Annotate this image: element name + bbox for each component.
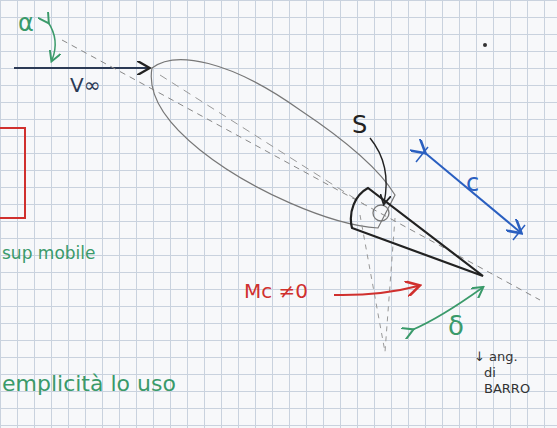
hinge bbox=[373, 205, 389, 221]
moment-label: Mc ≠0 bbox=[244, 280, 308, 302]
chord-label: c bbox=[466, 170, 479, 196]
camber-line bbox=[160, 75, 365, 205]
deflected-flap bbox=[360, 215, 395, 352]
flap-outline bbox=[351, 188, 483, 276]
dot bbox=[483, 43, 487, 47]
note-label: di bbox=[484, 366, 496, 380]
angle-arc bbox=[412, 288, 482, 330]
note-label: emplicità lo uso bbox=[2, 372, 176, 396]
note-label: sup mobile bbox=[2, 244, 95, 263]
angle-arc bbox=[48, 22, 55, 60]
deflection-label: δ bbox=[448, 312, 464, 341]
leader-line bbox=[370, 138, 386, 203]
angle-label: α bbox=[18, 10, 34, 36]
freestream-arrow bbox=[14, 67, 148, 69]
surface-label: S bbox=[352, 112, 367, 138]
dimension-line bbox=[424, 152, 520, 232]
airfoil-outline bbox=[151, 60, 395, 228]
note-label: ↓ ang. bbox=[474, 350, 518, 364]
velocity-label: V∞ bbox=[70, 74, 100, 96]
note-label: BARRO bbox=[484, 382, 530, 396]
red-box bbox=[0, 128, 25, 218]
moment-arrow bbox=[334, 286, 418, 295]
chord-line bbox=[62, 40, 540, 300]
